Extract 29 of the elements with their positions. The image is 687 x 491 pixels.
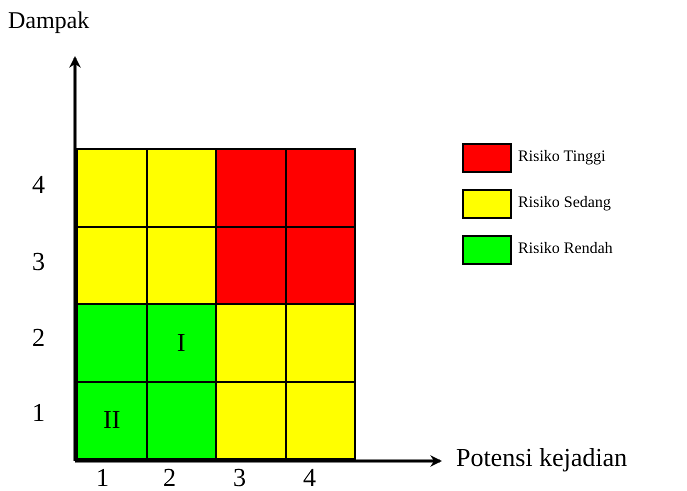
axis-tick-label: 4 [303, 463, 316, 491]
risk-cell [284, 226, 356, 305]
risk-cell [76, 303, 148, 382]
risk-cell [284, 380, 356, 460]
axis-tick-label: 2 [163, 463, 176, 491]
risk-cell: II [76, 380, 148, 460]
legend-label: Risiko Tinggi [518, 148, 606, 166]
risk-cell [76, 148, 148, 228]
legend-label: Risiko Sedang [518, 194, 611, 212]
risk-cell [284, 148, 356, 228]
risk-cell [215, 303, 286, 382]
risk-cell [215, 148, 286, 228]
risk-cell [284, 303, 356, 382]
risk-cell [76, 226, 148, 305]
axis-tick-label: 2 [32, 323, 45, 353]
risk-cell [215, 380, 286, 460]
axis-title: Dampak [8, 8, 90, 35]
axis-tick-label: 1 [32, 398, 45, 428]
legend-label: Risiko Rendah [518, 240, 613, 258]
axis-tick-label: 3 [32, 247, 45, 277]
risk-cell [146, 380, 217, 460]
axis-tick-label: 4 [32, 170, 45, 200]
risk-cell [215, 226, 286, 305]
risk-cell [146, 148, 217, 228]
axis-tick-label: 1 [96, 463, 109, 491]
axis-tick-label: 3 [233, 463, 246, 491]
risk-cell [146, 226, 217, 305]
axis-title: Potensi kejadian [456, 443, 628, 473]
risk-cell: I [146, 303, 217, 382]
